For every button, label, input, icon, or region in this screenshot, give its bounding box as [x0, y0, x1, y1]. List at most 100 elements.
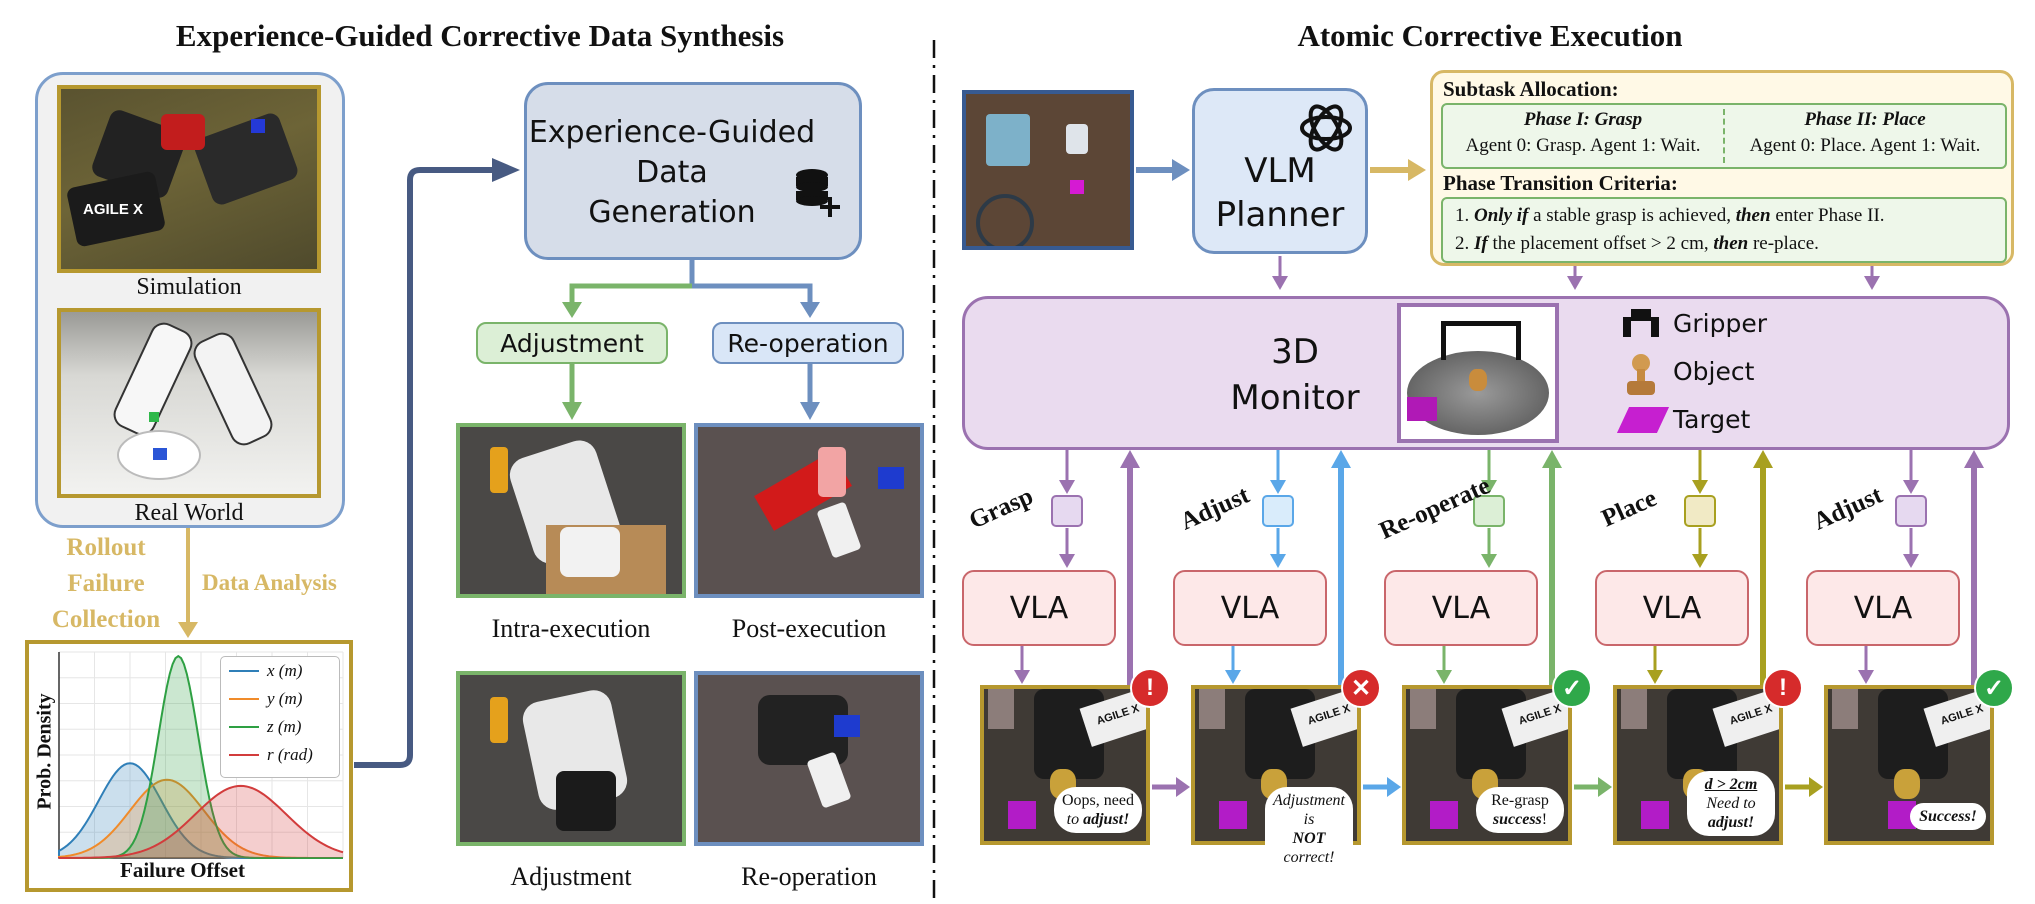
legend-swatch [229, 754, 259, 756]
step-to-vla-arrow [1481, 528, 1497, 568]
criteria-item-2: 2. If the placement offset > 2 cm, then … [1455, 233, 1819, 254]
legend-swatch [229, 698, 259, 700]
adjustment-pill: Adjustment [476, 322, 668, 364]
real-world-label: Real World [134, 500, 244, 526]
left-section-title: Experience-Guided Corrective Data Synthe… [175, 18, 785, 53]
density-area-3 [59, 785, 343, 858]
3d-monitor-label: 3D Monitor [1230, 332, 1360, 418]
phase2-title: Phase II: Place [1804, 109, 1926, 130]
chart-legend: x (m) y (m) z (m) r (rad) [220, 656, 340, 778]
criteria-item-1: 1. Only if a stable grasp is achieved, t… [1455, 205, 1885, 226]
allocation-box: Subtask Allocation: Phase I: Grasp Agent… [1430, 70, 2014, 266]
step-node [1051, 495, 1083, 527]
phase-table: Phase I: Grasp Agent 0: Grasp. Agent 1: … [1441, 103, 2007, 169]
legend-label: x (m) [267, 661, 303, 680]
feedback-bubble-4: Success! [1910, 803, 1986, 830]
vlm-planner-label: VLM Planner [1215, 151, 1345, 235]
density-area-1 [59, 779, 343, 858]
feedback-arrow [1964, 450, 1984, 686]
step-node [1895, 495, 1927, 527]
vla-box: VLA [1595, 570, 1749, 646]
scene-to-planner-arrow [1136, 159, 1190, 181]
legend-object: Object [1673, 357, 1755, 386]
legend-target: Target [1673, 405, 1751, 434]
step-to-vla-arrow [1692, 528, 1708, 568]
feedback-arrow [1753, 450, 1773, 686]
step-node [1262, 495, 1294, 527]
post-execution-image [694, 423, 924, 598]
monitor-to-step-arrow [1692, 450, 1708, 494]
phase1-text: Agent 0: Grasp. Agent 1: Wait. [1465, 135, 1701, 156]
legend-entry: z (m) [221, 713, 339, 741]
scene-image [962, 90, 1134, 250]
step-to-vla-arrow [1270, 528, 1286, 568]
feedback-arrow [1542, 450, 1562, 686]
data-generation-box: Experience-Guided Data Generation [524, 82, 862, 260]
3d-monitor-box: 3D Monitor Gripper Object Target [962, 296, 2010, 450]
chart-x-axis-label: Failure Offset [120, 858, 245, 882]
frame-transition-arrow [1785, 777, 1823, 797]
target-icon [1616, 407, 1670, 433]
vlm-planner-box: VLM Planner [1192, 88, 1368, 254]
step-to-vla-arrow [1903, 528, 1919, 568]
step-label-1: Adjust [1176, 481, 1254, 536]
vla-box: VLA [1173, 570, 1327, 646]
density-curve-3 [58, 784, 344, 859]
openai-icon [1300, 104, 1352, 152]
monitor-to-step-arrow [1903, 450, 1919, 494]
vla-to-frame-arrow [1647, 646, 1663, 684]
frame-transition-arrow [1363, 777, 1401, 797]
legend-label: r (rad) [267, 745, 313, 764]
step-to-vla-arrow [1059, 528, 1075, 568]
legend-entry: y (m) [221, 685, 339, 713]
data-analysis-label: Data Analysis [202, 570, 337, 595]
simulation-label: Simulation [136, 274, 242, 300]
vla-to-frame-arrow [1436, 646, 1452, 684]
right-section-title: Atomic Corrective Execution [1297, 18, 1683, 53]
monitor-to-step-arrow [1059, 450, 1075, 494]
legend-entry: r (rad) [221, 741, 339, 769]
status-badge-1: ✕ [1341, 668, 1381, 708]
legend-label: y (m) [267, 689, 303, 708]
agilex-logo: AGILE X [83, 201, 144, 218]
vla-box: VLA [1384, 570, 1538, 646]
caption-reoperation: Re-operation [741, 862, 877, 891]
simulation-image: AGILE X [57, 85, 321, 273]
planner-to-monitor-arrows [1272, 256, 1880, 290]
legend-gripper: Gripper [1673, 309, 1767, 338]
planner-to-allocation-arrow [1370, 159, 1426, 181]
reoperation-pill: Re-operation [712, 322, 904, 364]
gripper-icon [1623, 309, 1659, 337]
legend-entry: x (m) [221, 657, 339, 685]
phase2-text: Agent 0: Place. Agent 1: Wait. [1749, 135, 1981, 156]
criteria-list: 1. Only if a stable grasp is achieved, t… [1441, 197, 2007, 263]
vla-box: VLA [962, 570, 1116, 646]
chart-to-generation-arrow [354, 158, 520, 768]
vla-box: VLA [1806, 570, 1960, 646]
data-generation-label: Experience-Guided Data Generation [528, 115, 816, 230]
intra-execution-image [456, 423, 686, 598]
monitor-to-step-arrow [1270, 450, 1286, 494]
caption-post-execution: Post-execution [731, 614, 887, 643]
feedback-arrow [1120, 450, 1140, 686]
vla-to-frame-arrow [1225, 646, 1241, 684]
step-node [1684, 495, 1716, 527]
object-icon [1627, 354, 1655, 395]
step-node [1473, 495, 1505, 527]
status-badge-0: ! [1130, 668, 1170, 708]
frame-transition-arrow [1152, 777, 1190, 797]
adjustment-image [456, 671, 686, 846]
legend-swatch [229, 670, 259, 672]
status-badge-3: ! [1763, 668, 1803, 708]
step-label-4: Adjust [1809, 481, 1887, 536]
legend-label: z (m) [267, 717, 302, 736]
monitor-to-step-arrow [1481, 450, 1497, 494]
feedback-arrow [1331, 450, 1351, 686]
status-badge-4: ✓ [1974, 668, 2014, 708]
status-badge-2: ✓ [1552, 668, 1592, 708]
legend-swatch [229, 726, 259, 728]
real-world-image [57, 308, 321, 498]
